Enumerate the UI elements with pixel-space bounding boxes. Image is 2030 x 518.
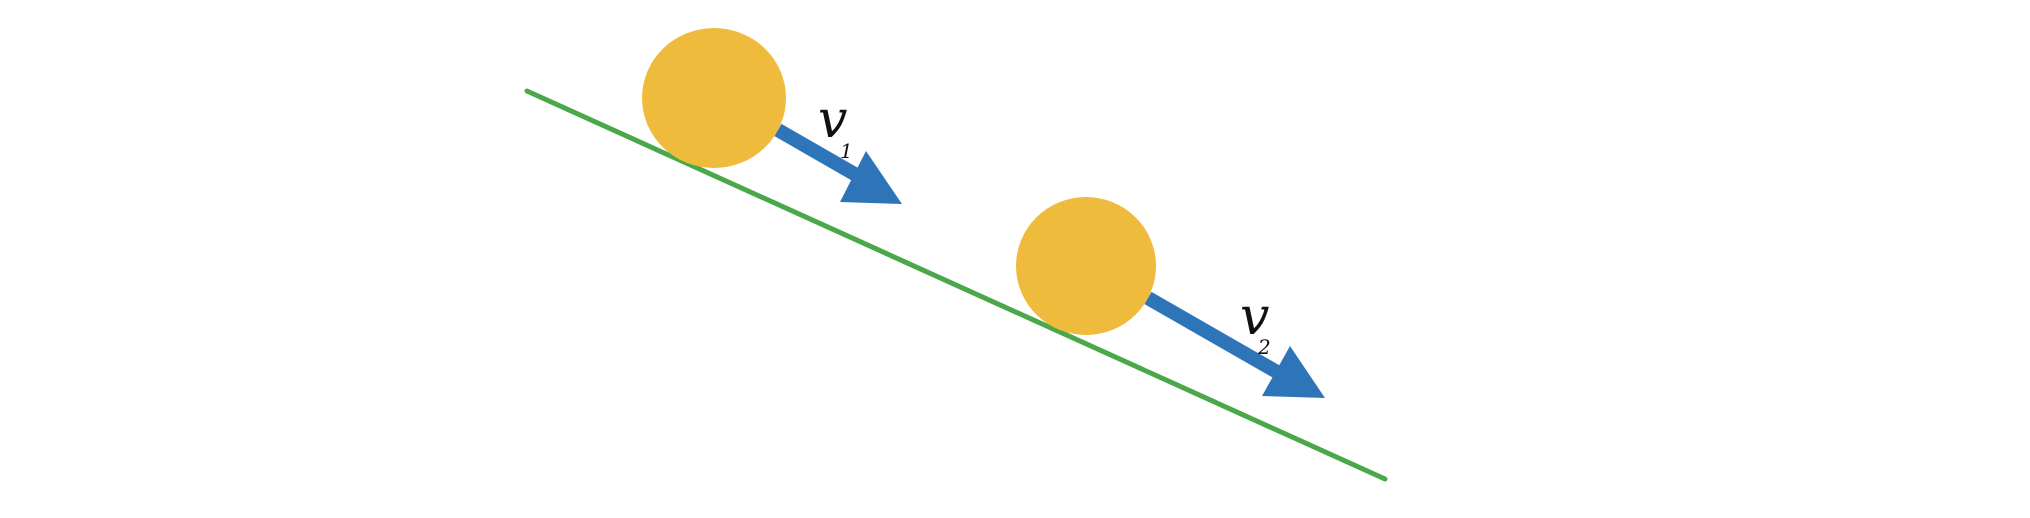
velocity-arrow-2-head <box>1262 346 1325 398</box>
velocity-label-1-subscript: 1 <box>840 139 853 163</box>
ball-1 <box>642 28 786 168</box>
velocity-arrow-1-head <box>840 151 902 204</box>
velocity-label-2-subscript: 2 <box>1257 335 1271 359</box>
velocity-label-2: v 2 <box>1240 287 1271 359</box>
velocity-label-1-symbol: v <box>818 90 847 150</box>
velocity-label-2-symbol: v <box>1240 287 1269 347</box>
velocity-arrow-2-shaft <box>1144 291 1288 383</box>
velocity-arrow-1 <box>774 123 902 204</box>
incline-line <box>524 88 1388 482</box>
velocity-arrow-1-shaft <box>774 123 862 183</box>
velocity-label-1: v 1 <box>818 90 853 163</box>
velocity-arrow-2 <box>1144 291 1325 398</box>
ball-2 <box>1016 197 1156 335</box>
